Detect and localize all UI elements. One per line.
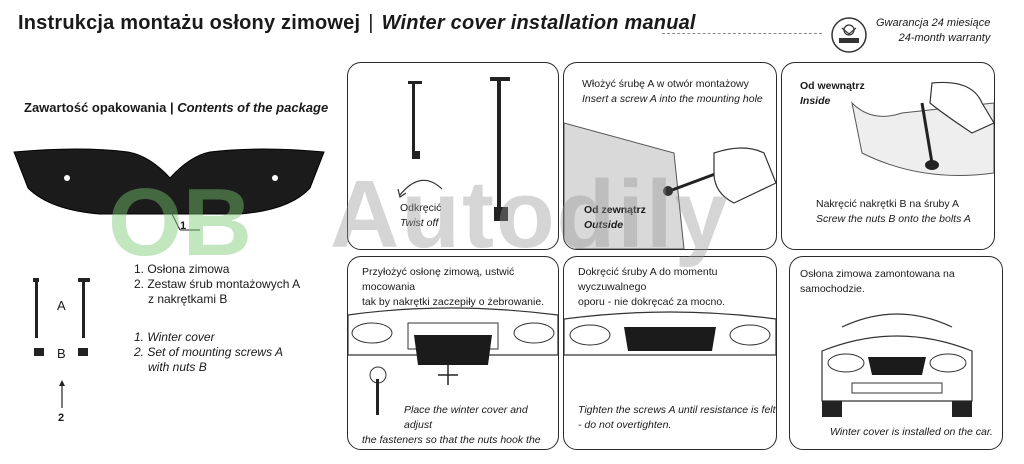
hand-inserting-screw-illustration: [564, 122, 776, 249]
inside-label-english: Inside: [800, 95, 831, 107]
step3-polish: Nakręcić nakrętki B na śruby A: [816, 198, 959, 210]
outside-label-polish: Od zewnątrz: [584, 204, 646, 216]
step4-polish-line2: tak by nakrętki zaczepiły o żebrowanie.: [362, 296, 545, 308]
twist-arrow-icon: [397, 179, 443, 198]
step5-english-line1: Tighten the screws A until resistance is…: [578, 404, 776, 416]
car-installed-illustration: [821, 313, 973, 417]
list-item: 2. Set of mounting screws A: [134, 345, 283, 359]
step3-text: Nakręcić nakrętki B na śruby A Screw the…: [816, 197, 971, 227]
step-panel-twist-off: Odkręcić Twist off: [347, 62, 559, 250]
step5-english-line2: - do not overtighten.: [578, 419, 672, 431]
warranty-polish: Gwarancja 24 miesiące: [876, 17, 991, 29]
inside-label-polish: Od wewnątrz: [800, 80, 865, 92]
step4-text-english: Place the winter cover and adjust the fa…: [362, 403, 558, 449]
step-panel-screw-nuts: Od wewnątrz Inside Nakręcić nakrętki B n…: [781, 62, 995, 250]
step5-text-english: Tighten the screws A until resistance is…: [578, 403, 776, 433]
car-front-with-cover-illustration: [348, 307, 558, 385]
contents-list-polish: 1. Osłona zimowa 2. Zestaw śrub montażow…: [134, 262, 300, 307]
step5-polish-line2: oporu - nie dokręcać za mocno.: [578, 296, 726, 308]
step-panel-tighten: Dokręcić śruby A do momentu wyczuwalnego…: [563, 256, 777, 450]
list-item: 2. Zestaw śrub montażowych A: [134, 277, 301, 291]
warranty-english: 24-month warranty: [898, 32, 991, 44]
winter-cover-illustration: [13, 148, 325, 231]
step6-polish: Osłona zimowa zamontowana na samochodzie…: [800, 268, 955, 295]
brand-logo: [831, 17, 867, 53]
screw-assembled-icon: [490, 77, 510, 221]
step5-text-polish: Dokręcić śruby A do momentu wyczuwalnego…: [578, 265, 776, 310]
contents-list-english: 1. Winter cover 2. Set of mounting screw…: [134, 330, 283, 375]
warranty-info: Gwarancja 24 miesiące 24-month warranty: [876, 16, 990, 46]
step1-text: Odkręcić Twist off: [400, 201, 441, 231]
step5-polish-line1: Dokręcić śruby A do momentu wyczuwalnego: [578, 266, 718, 293]
step1-polish: Odkręcić: [400, 202, 442, 214]
step-panel-installed: Osłona zimowa zamontowana na samochodzie…: [789, 256, 1003, 450]
step-panel-insert-screw: Włożyć śrubę A w otwór montażowy Insert …: [563, 62, 777, 250]
title-polish: Instrukcja montażu osłony zimowej: [18, 12, 361, 34]
package-heading: Zawartość opakowania | Contents of the p…: [24, 100, 328, 115]
step6-english: Winter cover is installed on the car.: [830, 426, 993, 438]
step4-english-line2: the fasteners so that the nuts hook the …: [362, 434, 541, 446]
step4-english-line1: Place the winter cover and adjust: [404, 404, 528, 431]
step-panel-place-cover: Przyłożyć osłonę zimową, ustwić mocowani…: [347, 256, 559, 450]
car-front-tightened-illustration: [564, 311, 776, 356]
list-item: 1. Winter cover: [134, 330, 215, 344]
package-heading-english: Contents of the package: [177, 100, 329, 115]
screw-label: A: [57, 298, 66, 313]
list-item: with nuts B: [148, 360, 207, 374]
step3-side-label: Od wewnątrz Inside: [800, 79, 865, 109]
header-divider: [662, 33, 822, 34]
step2-polish: Włożyć śrubę A w otwór montażowy: [582, 78, 749, 90]
list-item: 1. Osłona zimowa: [134, 262, 230, 276]
step2-side-label: Od zewnątrz Outside: [584, 203, 646, 233]
step1-english: Twist off: [400, 217, 439, 229]
nut-label: B: [57, 346, 66, 361]
step4-text-polish: Przyłożyć osłonę zimową, ustwić mocowani…: [362, 265, 558, 310]
step3-english: Screw the nuts B onto the bolts A: [816, 213, 971, 225]
title-separator: |: [368, 12, 374, 34]
step4-polish-line1: Przyłożyć osłonę zimową, ustwić mocowani…: [362, 266, 515, 293]
screw-unassembled-icon: [408, 81, 422, 159]
step2-english: Insert a screw A into the mounting hole: [582, 93, 763, 105]
step2-text: Włożyć śrubę A w otwór montażowy Insert …: [582, 77, 763, 107]
nut-on-bolt-illustration: [851, 81, 994, 176]
package-heading-separator: |: [169, 100, 174, 115]
title-english: Winter cover installation manual: [381, 12, 696, 34]
screws-callout: 2: [58, 412, 65, 424]
screws-illustration: [33, 278, 90, 408]
cover-callout: 1: [180, 220, 187, 232]
screw-detail-icon: [369, 366, 387, 415]
package-heading-polish: Zawartość opakowania: [24, 100, 167, 115]
outside-label-english: Outside: [584, 219, 624, 231]
page-title: Instrukcja montażu osłony zimowej | Winter…: [18, 12, 696, 35]
list-item: z nakrętkami B: [148, 292, 228, 306]
